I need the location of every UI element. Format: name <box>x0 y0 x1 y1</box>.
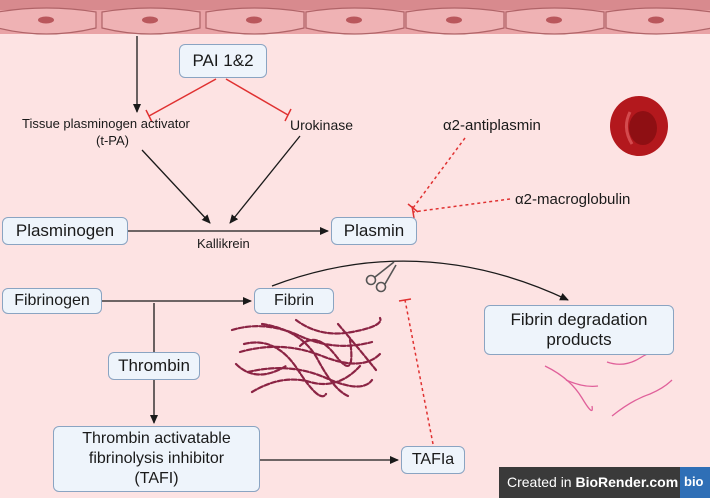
badge-text: Created in BioRender.com <box>507 474 678 490</box>
badge-brand: BioRender.com <box>575 474 679 490</box>
fibrin-degradation-products-box: Fibrin degradation products <box>484 305 674 355</box>
plasminogen-label: Plasminogen <box>15 221 115 240</box>
tpa-to-kallikrein-arrow <box>141 149 211 224</box>
scissors-icon <box>365 261 397 293</box>
tpa-abbrev-label: (t-PA) <box>96 133 129 148</box>
fibrinogen-box: Fibrinogen <box>2 288 102 314</box>
red-blood-cell-icon <box>610 96 668 156</box>
fibrin-box: Fibrin <box>254 288 334 314</box>
urokinase-to-kallikrein-arrow <box>229 135 301 224</box>
a2-antiplasmin-label: α2-antiplasmin <box>443 117 541 134</box>
plasmin-box: Plasmin <box>331 217 417 245</box>
fdp-label-line1: Fibrin degradation <box>510 310 648 329</box>
badge-logo-text: bio <box>684 474 704 489</box>
a2-antiplasmin-inhibition-line <box>412 137 466 209</box>
pai-inhibits-tpa-line <box>148 78 217 117</box>
fibrin-mesh-icon <box>230 316 382 398</box>
fibrin-fragments-icon <box>544 350 673 417</box>
tafia-label: TAFIa <box>411 451 455 468</box>
fibrin-label: Fibrin <box>273 292 314 309</box>
a2-macroglobulin-label: α2-macroglobulin <box>515 191 631 208</box>
thrombin-box: Thrombin <box>108 352 200 380</box>
thrombin-label: Thrombin <box>118 356 190 375</box>
biorender-badge[interactable]: Created in BioRender.com bio <box>499 467 710 498</box>
pai-inhibits-urokinase-line <box>225 78 289 116</box>
endothelial-cell-layer-icon <box>0 0 710 35</box>
badge-prefix: Created in <box>507 474 576 490</box>
pai-box: PAI 1&2 <box>179 44 267 78</box>
pai-label: PAI 1&2 <box>192 51 254 70</box>
tafi-box: Thrombin activatable fibrinolysis inhibi… <box>53 426 260 492</box>
a2-macroglobulin-inhibition-line <box>412 198 511 213</box>
fibrinogen-label: Fibrinogen <box>14 292 90 309</box>
kallikrein-label: Kallikrein <box>197 236 250 251</box>
tafi-label-line1: Thrombin activatable <box>82 430 231 447</box>
urokinase-label: Urokinase <box>290 117 354 133</box>
tafia-box: TAFIa <box>401 446 465 474</box>
fdp-label-line2: products <box>546 330 612 349</box>
biorender-logo-icon: bio <box>680 467 710 498</box>
fibrin-to-fdp-arrow <box>271 260 569 301</box>
plasmin-label: Plasmin <box>343 221 405 240</box>
plasminogen-box: Plasminogen <box>2 217 128 245</box>
tafi-label-line2: fibrinolysis inhibitor <box>88 450 225 467</box>
tafi-label-line3: (TAFI) <box>134 470 179 487</box>
tafia-inhibition-line <box>404 299 434 445</box>
tpa-label: Tissue plasminogen activator <box>22 116 190 131</box>
